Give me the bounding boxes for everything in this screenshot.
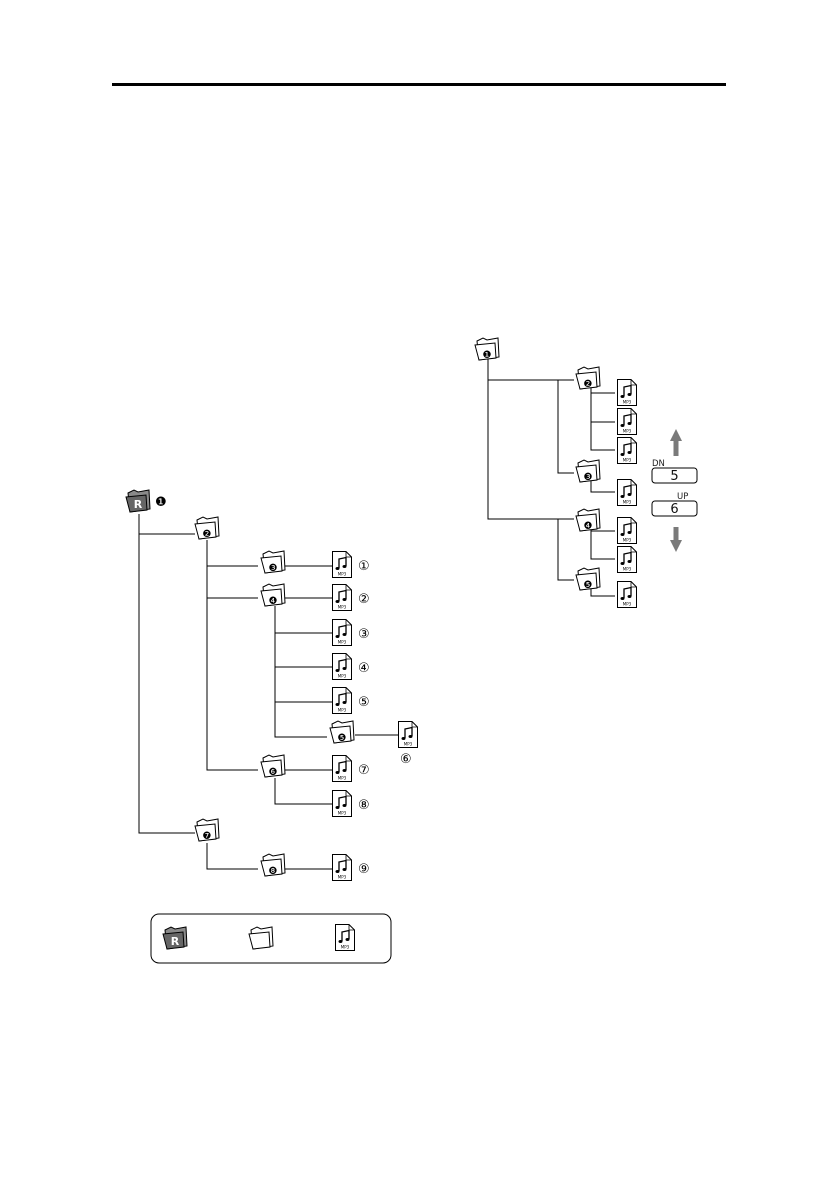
connector-r1: [487, 356, 574, 520]
mp3-file-icon: MP3: [616, 478, 638, 507]
root-badge: R: [134, 498, 143, 511]
mp3-file-icon: MP3: [331, 583, 353, 612]
folder-number: ❺: [584, 580, 593, 591]
track-number: ⑥: [400, 752, 412, 767]
folder-number: ❶: [483, 350, 492, 361]
folder-number: ❹: [269, 596, 278, 607]
svg-text:MP3: MP3: [623, 400, 632, 405]
svg-text:MP3: MP3: [338, 572, 347, 577]
svg-text:MP3: MP3: [623, 602, 632, 607]
svg-text:MP3: MP3: [338, 708, 347, 713]
folder-number: ❺: [338, 733, 347, 744]
svg-text:MP3: MP3: [623, 458, 632, 463]
arrow-up-icon: [670, 429, 682, 456]
mp3-file-icon: MP3: [334, 923, 356, 952]
folder-number: ❷: [203, 529, 212, 540]
connector-root: [138, 514, 195, 834]
connector-r2: [590, 387, 615, 451]
root-folder-icon: R: [125, 489, 151, 513]
svg-text:MP3: MP3: [623, 429, 632, 434]
svg-text:MP3: MP3: [338, 640, 347, 645]
up-key: 6: [670, 502, 678, 517]
dn-label: DN: [652, 459, 665, 469]
dn-key: 5: [670, 469, 678, 484]
track-number: ②: [358, 592, 370, 607]
mp3-file-icon: MP3: [616, 407, 638, 436]
mp3-file-icon: MP3: [331, 550, 353, 579]
connector-r1-r5: [557, 519, 574, 581]
track-number: ⑧: [358, 798, 370, 813]
svg-text:MP3: MP3: [623, 500, 632, 505]
mp3-file-icon: MP3: [616, 378, 638, 407]
folder-number: ❷: [584, 379, 593, 390]
mp3-file-icon: MP3: [331, 618, 353, 647]
arrow-down-icon: [670, 527, 682, 552]
svg-text:MP3: MP3: [338, 776, 347, 781]
folder-number: ❸: [269, 563, 278, 574]
svg-text:R: R: [171, 935, 180, 948]
root-folder-icon: R: [162, 926, 188, 950]
folder-number: ❹: [584, 521, 593, 532]
track-number: ⑨: [358, 862, 370, 877]
left-tree: [138, 514, 398, 870]
connector-f2: [206, 540, 258, 771]
mp3-file-icon: MP3: [616, 436, 638, 465]
mp3-file-icon: MP3: [616, 580, 638, 609]
mp3-file-icon: MP3: [331, 754, 353, 783]
connector-r3: [590, 480, 615, 493]
svg-text:MP3: MP3: [404, 742, 413, 747]
connector-f4: [274, 606, 327, 738]
track-number: ④: [358, 661, 370, 676]
folder-number: ❸: [584, 472, 593, 483]
connector-r1-r3: [557, 380, 574, 474]
folder-number: ❻: [269, 767, 278, 778]
mp3-file-icon: MP3: [397, 720, 419, 749]
folder-icon: [248, 926, 274, 950]
mp3-file-icon: MP3: [616, 516, 638, 545]
mp3-file-icon: MP3: [331, 789, 353, 818]
connector-f7-f8: [206, 843, 258, 870]
svg-text:MP3: MP3: [338, 605, 347, 610]
track-number: ⑤: [358, 695, 370, 710]
header-rule: [112, 83, 726, 86]
svg-text:MP3: MP3: [338, 674, 347, 679]
folder-number: ❽: [269, 866, 278, 877]
svg-text:MP3: MP3: [338, 811, 347, 816]
mp3-file-icon: MP3: [331, 853, 353, 882]
up-label: UP: [677, 492, 688, 502]
mp3-file-icon: MP3: [616, 545, 638, 574]
svg-text:MP3: MP3: [341, 945, 350, 950]
connector-r5: [590, 587, 615, 597]
track-number: ③: [358, 627, 370, 642]
right-tree: [487, 356, 615, 597]
svg-text:MP3: MP3: [623, 567, 632, 572]
connector-f6-t8: [274, 778, 332, 805]
svg-text:MP3: MP3: [338, 875, 347, 880]
mp3-file-icon: MP3: [331, 652, 353, 681]
up-button[interactable]: 6: [651, 500, 698, 517]
folder-number: ❼: [203, 831, 212, 842]
track-number: ⑦: [358, 763, 370, 778]
svg-text:MP3: MP3: [623, 538, 632, 543]
root-number: ❶: [155, 495, 167, 510]
connector-r4: [590, 527, 615, 560]
mp3-file-icon: MP3: [331, 686, 353, 715]
dn-button[interactable]: 5: [651, 467, 698, 484]
track-number: ①: [358, 559, 370, 574]
